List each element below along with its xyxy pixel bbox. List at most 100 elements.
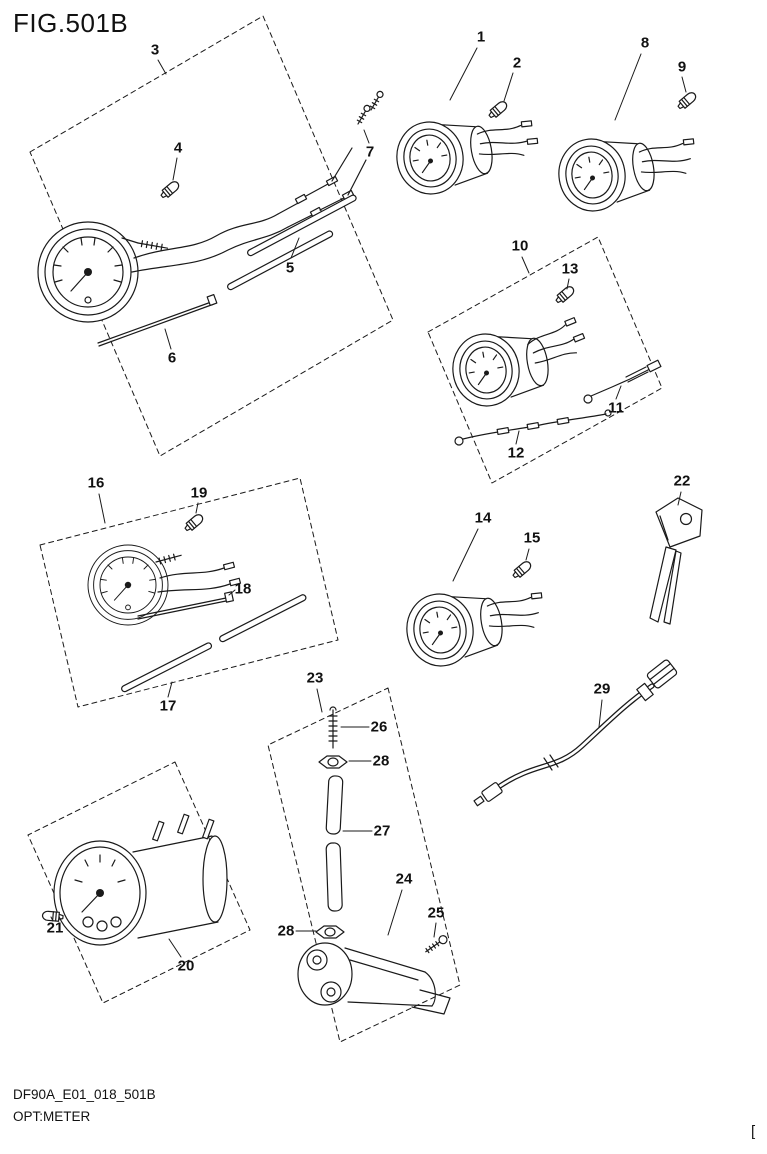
bulb-19 [182,512,206,534]
leader-10 [521,256,530,274]
leader-14 [452,528,479,582]
screw-25 [425,935,448,954]
part-callout-16-15: 16 [87,474,105,492]
leader-21 [50,916,54,922]
screw-26 [328,706,338,749]
leader-6 [164,328,172,350]
tubes-17 [121,594,307,698]
cable-connector [646,659,678,689]
leader-9 [681,76,687,93]
part-callout-14-13: 14 [474,509,492,527]
assembly-gauge-20 [27,761,251,1004]
part-callout-6-5: 6 [167,349,177,367]
meter-10 [446,323,554,412]
clamp-28-lower [315,925,345,939]
leader-2 [503,72,514,102]
part-callout-28-28: 28 [277,922,295,940]
leader-20 [168,938,182,958]
cable-connector [481,782,503,802]
extension-cable-29 [473,659,678,807]
meter-wires [476,120,539,156]
leader-29 [598,699,603,728]
part-callout-13-12: 13 [561,260,579,278]
part-callout-10-9: 10 [511,237,529,255]
assembly-gauge-kit-16 [39,477,339,708]
part-callout-9-8: 9 [677,58,687,76]
part-callout-25-24: 25 [427,904,445,922]
gauge-wire [133,213,279,259]
bulb-9 [675,90,699,112]
tubes-5 [227,194,357,291]
part-callout-22-21: 22 [673,472,691,490]
part-callout-28-27: 28 [372,752,390,770]
leader-12 [515,430,520,445]
meter-bracket-22 [649,491,703,625]
part-callout-19-18: 19 [190,484,208,502]
drawing-caption: OPT:METER [13,1109,91,1124]
part-callout-1-0: 1 [476,28,486,46]
part-callout-7-6: 7 [365,143,375,161]
part-callout-5-4: 5 [285,259,295,277]
meter-wires [486,592,543,628]
meter-1 [390,47,539,200]
clamp-28-upper [318,755,348,769]
bulb-15 [510,559,534,581]
part-callout-17-16: 17 [159,697,177,715]
part-callout-11-10: 11 [608,399,624,417]
gauge-16 [87,544,242,626]
assembly-speedometer-kit [29,15,394,457]
part-callout-4-3: 4 [173,139,183,157]
group-outline-16 [39,477,339,708]
gauge-20 [53,813,228,946]
bulb-13 [553,284,577,306]
leader-17 [167,681,173,698]
part-callout-18-17: 18 [234,580,252,598]
part-callout-15-14: 15 [523,529,541,547]
part-callout-27-26: 27 [373,822,391,840]
leader-16 [98,493,106,524]
leader-25 [433,922,437,938]
part-callout-23-22: 23 [306,669,324,687]
sensor-housing-24 [297,942,451,1015]
cable-tie-18 [137,589,236,620]
leader-24 [387,889,403,936]
leader-7 [363,129,370,144]
leader-15 [525,548,530,561]
gauge-wire [131,226,289,273]
group-outline-10 [427,236,663,484]
bulb-4 [158,179,182,201]
leader-1 [449,47,478,101]
bulb-socket [369,90,384,111]
assembly-meter-kit-10 [427,236,663,484]
leader-19 [195,502,199,514]
cable-tie-6 [97,293,218,350]
corner-bracket: [ [751,1123,756,1140]
part-callout-24-23: 24 [395,870,413,888]
meter-8 [552,53,699,217]
assembly-sensor-kit-23 [267,687,461,1043]
lead-wire-11 [583,359,662,404]
part-callout-21-20: 21 [46,919,64,937]
part-callout-20-19: 20 [177,957,195,975]
leader-8 [614,53,642,121]
part-callout-12-11: 12 [507,444,525,462]
leader-5 [290,237,300,259]
part-callout-8-7: 8 [640,34,650,52]
leader-4 [172,157,178,181]
bulb-2 [486,99,510,121]
group-outline-3 [29,15,394,457]
cable-collar [636,682,654,702]
leader-3 [157,59,167,75]
bulb-socket [356,104,371,125]
leader-23 [316,688,323,713]
leader-18 [228,589,236,596]
part-callout-29-29: 29 [593,680,611,698]
figure-title: FIG.501B [13,8,129,38]
part-callout-2-1: 2 [512,54,522,72]
gauge-speedometer [37,213,289,323]
meter-wires [638,138,695,174]
part-callout-3-2: 3 [150,41,160,59]
tube-27 [325,775,344,912]
